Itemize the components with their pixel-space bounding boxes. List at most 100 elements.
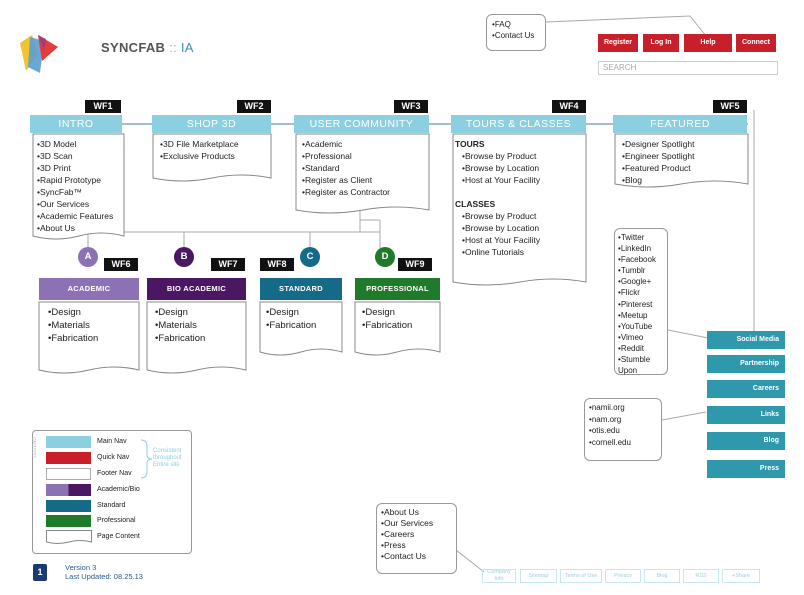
swatch-footer-nav	[46, 468, 91, 480]
list-item[interactable]: Standard	[302, 162, 428, 174]
list-item[interactable]: Fabrication	[155, 332, 205, 345]
nav-featured[interactable]: FEATURED	[613, 115, 747, 133]
academic-bar[interactable]: ACADEMIC	[39, 278, 139, 300]
featured-content: Designer Spotlight Engineer Spotlight Fe…	[622, 138, 746, 186]
footer-sitemap[interactable]: Sitemap	[520, 569, 557, 583]
intro-content: 3D Model 3D Scan 3D Print Rapid Prototyp…	[37, 138, 125, 234]
list-item[interactable]: Fabrication	[48, 332, 98, 345]
list-item[interactable]: Design	[266, 306, 316, 319]
last-updated: Last Updated: 08.25.13	[65, 572, 143, 581]
help-button[interactable]: Help	[684, 34, 732, 52]
list-item[interactable]: Reddit	[618, 343, 664, 354]
side-nav-blog[interactable]: Blog	[707, 432, 785, 450]
footer-blog[interactable]: Blog	[644, 569, 680, 583]
list-item[interactable]: cornell.edu	[589, 437, 657, 449]
nav-tours-classes[interactable]: TOURS & CLASSES	[451, 115, 586, 133]
list-item[interactable]: Register as Client	[302, 174, 428, 186]
footer-share[interactable]: +Share	[722, 569, 760, 583]
list-item[interactable]: Academic Features	[37, 210, 125, 222]
nav-intro[interactable]: INTRO	[30, 115, 122, 133]
list-item[interactable]: Design	[48, 306, 98, 319]
list-item[interactable]: Host at Your Facility	[462, 234, 585, 246]
footer-terms-of-use[interactable]: Terms of Use	[560, 569, 602, 583]
list-item[interactable]: Stumble Upon	[618, 354, 664, 376]
version-info: Version 3 Last Updated: 08.25.13	[65, 563, 143, 581]
legend-quick-nav: Quick Nav	[97, 454, 130, 461]
footer-rss[interactable]: RSS	[683, 569, 719, 583]
nav-shop-3d[interactable]: SHOP 3D	[152, 115, 271, 133]
list-item[interactable]: Exclusive Products	[160, 150, 270, 162]
list-item[interactable]: Designer Spotlight	[622, 138, 746, 150]
list-item[interactable]: Academic	[302, 138, 428, 150]
list-item[interactable]: Featured Product	[622, 162, 746, 174]
faq-link[interactable]: FAQ	[492, 19, 540, 30]
side-nav-careers[interactable]: Careers	[707, 380, 785, 398]
list-item[interactable]: Host at Your Facility	[462, 174, 585, 186]
swatch-page-content	[46, 530, 92, 544]
list-item[interactable]: Design	[362, 306, 412, 319]
list-item[interactable]: Engineer Spotlight	[622, 150, 746, 162]
list-item[interactable]: Flickr	[618, 287, 664, 298]
list-item[interactable]: Browse by Location	[462, 222, 585, 234]
list-item[interactable]: Our Services	[37, 198, 125, 210]
search-input[interactable]: SEARCH	[598, 61, 778, 75]
list-item[interactable]: Contact Us	[381, 551, 452, 562]
list-item[interactable]: Rapid Prototype	[37, 174, 125, 186]
list-item[interactable]: Browse by Location	[462, 162, 585, 174]
list-item[interactable]: Design	[155, 306, 205, 319]
list-item[interactable]: 3D Model	[37, 138, 125, 150]
list-item[interactable]: Register as Contractor	[302, 186, 428, 198]
list-item[interactable]: Browse by Product	[462, 150, 585, 162]
list-item[interactable]: 3D Print	[37, 162, 125, 174]
list-item[interactable]: SyncFab™	[37, 186, 125, 198]
professional-bar[interactable]: PROFESSIONAL	[355, 278, 440, 300]
connect-button[interactable]: Connect	[736, 34, 776, 52]
list-item[interactable]: Our Services	[381, 518, 452, 529]
list-item[interactable]: Tumblr	[618, 265, 664, 276]
side-nav-press[interactable]: Press	[707, 460, 785, 478]
list-item[interactable]: Browse by Product	[462, 210, 585, 222]
list-item[interactable]: 3D Scan	[37, 150, 125, 162]
list-item[interactable]: Press	[381, 540, 452, 551]
bio-academic-content: Design Materials Fabrication	[155, 306, 205, 345]
list-item[interactable]: nam.org	[589, 414, 657, 426]
list-item[interactable]: Professional	[302, 150, 428, 162]
list-item[interactable]: 3D File Marketplace	[160, 138, 270, 150]
login-button[interactable]: Log In	[643, 34, 679, 52]
title-separator: ::	[169, 40, 177, 55]
contact-us-link[interactable]: Contact Us	[492, 30, 540, 41]
list-item[interactable]: Materials	[48, 319, 98, 332]
side-nav-links[interactable]: Links	[707, 406, 785, 424]
list-item[interactable]: Google+	[618, 276, 664, 287]
list-item[interactable]: namii.org	[589, 402, 657, 414]
list-item[interactable]: Materials	[155, 319, 205, 332]
list-item[interactable]: YouTube	[618, 321, 664, 332]
list-item[interactable]: otis.edu	[589, 425, 657, 437]
list-item[interactable]: Fabrication	[362, 319, 412, 332]
register-button[interactable]: Register	[598, 34, 638, 52]
swatch-professional	[46, 515, 91, 527]
legend-title: LEGEND	[32, 437, 38, 458]
list-item[interactable]: Twitter	[618, 232, 664, 243]
list-item[interactable]: Online Tutorials	[462, 246, 585, 258]
nav-user-community[interactable]: USER COMMUNITY	[294, 115, 429, 133]
footer-privacy[interactable]: Privacy	[605, 569, 641, 583]
legend-main-nav: Main Nav	[97, 438, 127, 445]
list-item[interactable]: Facebook	[618, 254, 664, 265]
list-item[interactable]: Blog	[622, 174, 746, 186]
bio-academic-bar[interactable]: BIO ACADEMIC	[147, 278, 246, 300]
list-item[interactable]: About Us	[381, 507, 452, 518]
side-nav-partnership[interactable]: Partnership	[707, 355, 785, 373]
list-item[interactable]: Fabrication	[266, 319, 316, 332]
circle-c: C	[300, 247, 320, 267]
standard-bar[interactable]: STANDARD	[260, 278, 342, 300]
side-nav-social-media[interactable]: Social Media	[707, 331, 785, 349]
footer-company-info[interactable]: Company Info	[482, 569, 516, 583]
list-item[interactable]: Careers	[381, 529, 452, 540]
list-item[interactable]: Meetup	[618, 310, 664, 321]
list-item[interactable]: Vimeo	[618, 332, 664, 343]
list-item[interactable]: About Us	[37, 222, 125, 234]
list-item[interactable]: LinkedIn	[618, 243, 664, 254]
circle-d: D	[375, 247, 395, 267]
list-item[interactable]: Pinterest	[618, 299, 664, 310]
